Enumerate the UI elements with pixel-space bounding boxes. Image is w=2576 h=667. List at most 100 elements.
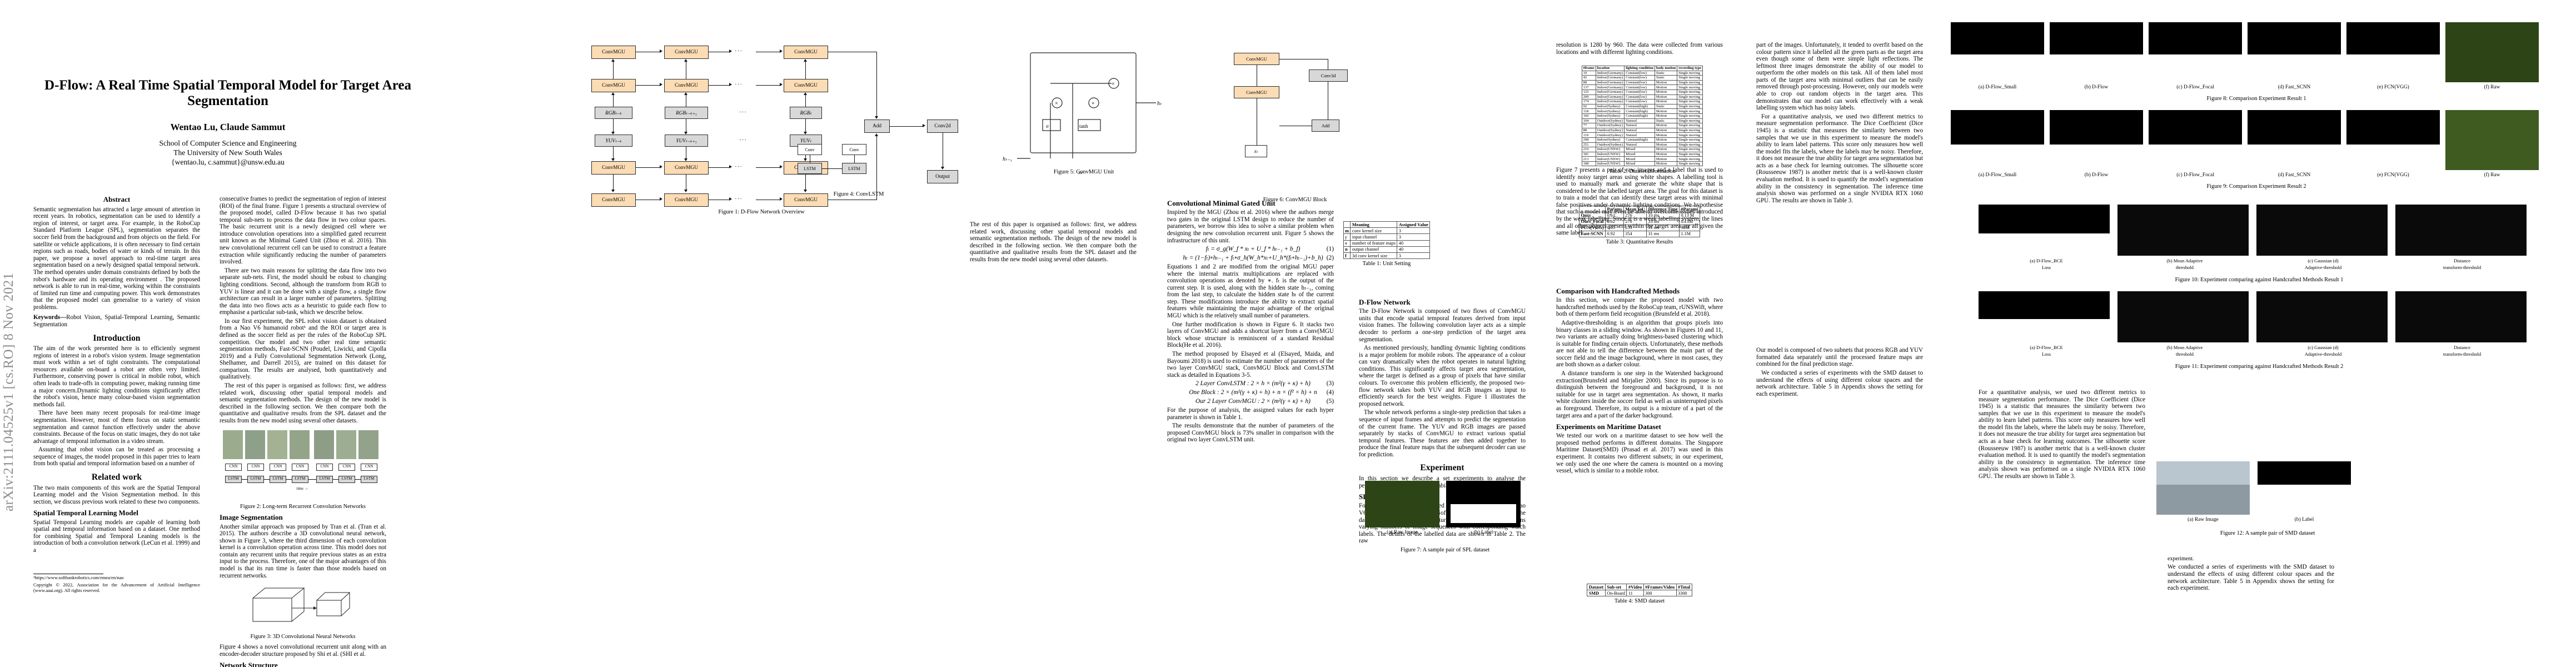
cmgu-p4: The method proposed by Elsayed et al (El… <box>1167 350 1334 379</box>
table-cell: Single moving <box>1677 103 1703 109</box>
table-row: Meaning Assigned Value <box>1343 221 1431 228</box>
figure-3-caption: Figure 3: 3D Convolutional Neural Networ… <box>250 634 356 640</box>
figure-8-sub-c: (c) D-Flow_Focal <box>2176 84 2214 90</box>
figure-8-graphic: (a) D-Flow_Small (b) D-Flow (c) D-Flow_F… <box>1951 22 2562 111</box>
table-3-caption: Table 3: Quantitative Results <box>1606 238 1673 245</box>
figure-10-sub-b2: threshold <box>2176 265 2194 270</box>
table-cell: Mixed <box>1624 151 1655 157</box>
figure-11-sub-d2: transform-threshold <box>2443 351 2482 357</box>
table-cell: 119 <box>1581 132 1596 138</box>
table-cell: Single moving <box>1677 113 1703 119</box>
svg-text:hₜ₋₁: hₜ₋₁ <box>1003 156 1012 162</box>
dflow-p2: As mentioned previously, handling dynami… <box>1359 345 1526 407</box>
fig6-node-convmgu: ConvMGU <box>1234 86 1279 98</box>
fig1-node-rgb: RGBₜ₋ₖ₊₁ <box>665 107 708 119</box>
table-cell: 88 <box>1581 79 1596 86</box>
comparison-p3: A distance transform is one step in the … <box>1556 370 1723 419</box>
table-cell: Static <box>1654 118 1678 124</box>
footnote-1: ¹https://www.softbankrobotics.com/emea/e… <box>33 574 123 581</box>
table-cell: 354 <box>1623 230 1647 237</box>
figure-2-graphic: CNN CNN CNN CNN CNN CNN CNN LSTM LSTM LS… <box>220 428 386 501</box>
table-cell: Constant(low) <box>1624 89 1655 95</box>
figure-5-convmgu-unit: × + × σ tanh hₜ₋₁ hₜ xₜ <box>995 31 1173 197</box>
table-cell: Indoor(UNSW) <box>1595 147 1625 152</box>
table-cell: 160 <box>1581 113 1596 119</box>
table-cell: Constant(high) <box>1624 113 1655 119</box>
table-cell: Motion <box>1654 151 1678 157</box>
affiliation: School of Computer Science and Engineeri… <box>33 139 422 167</box>
table-cell: Outdoor(Sydney) <box>1595 118 1625 124</box>
table-cell: Constant(low) <box>1624 84 1655 90</box>
table-cell: Indoor(Germany) <box>1595 70 1625 76</box>
cmgu-p3: One further modification is shown in Fig… <box>1167 321 1334 349</box>
cube-diagram-svg <box>252 588 351 622</box>
table-cell: Indoor(Germany) <box>1595 84 1625 90</box>
table-cell: 3300 <box>1676 590 1692 597</box>
table-cell: Natural <box>1624 132 1655 138</box>
table-cell: Single moving <box>1677 137 1703 143</box>
figure-9-sub-e: (e) FCN(VGG) <box>2377 172 2409 178</box>
column-6-lower: Figure 7 presents a pair of raw images a… <box>1556 167 1723 238</box>
table-cell: Motion <box>1654 123 1678 128</box>
tbl4head-col-3: #Frames/Video <box>1643 583 1677 591</box>
intro-p2: There have been many recent proposals fo… <box>33 410 200 445</box>
figure-11-sub-d: Distance <box>2453 345 2471 350</box>
fig1-node-yuv: YUVₜ₋ₖ₊₁ <box>665 135 708 147</box>
figure-8-sub-a: (a) D-Flow_Small <box>1978 84 2017 90</box>
col5-closing-p1: For a quantitative analysis, we used two… <box>1979 389 2145 480</box>
figure-4-caption: Figure 4: ConvLSTM <box>833 191 884 197</box>
column-6: resolution is 1280 by 960. The data were… <box>1556 42 1723 57</box>
table-cell: Single moving <box>1677 161 1703 167</box>
section-introduction-heading: Introduction <box>93 333 141 343</box>
figure-8-sub-d: (d) Fast_SCNN <box>2278 84 2311 90</box>
figure-10-sub-d2: transform-threshold <box>2443 265 2482 270</box>
figure-10-caption: Figure 10: Experiment comparing against … <box>2175 277 2344 283</box>
comparison-p1: In this section, we compare the proposed… <box>1556 297 1723 318</box>
fig1-node-convmgu: ConvMGU <box>664 79 709 92</box>
copyright-note: Copyright © 2022, Association for the Ad… <box>33 582 200 593</box>
fig1-node-conv2d: Conv2d <box>927 120 958 133</box>
fig4-node-conv: Conv <box>798 144 822 155</box>
dflow-p1: The D-Flow Network is composed of two fl… <box>1359 308 1526 343</box>
fig1-node-convmgu: ConvMGU <box>591 79 636 92</box>
table-cell: Indoor(Germany) <box>1595 99 1625 104</box>
svg-text:tanh: tanh <box>1079 123 1088 129</box>
col2-p1: consecutive frames to predict the segmen… <box>220 196 386 266</box>
table-1-col-1: Meaning <box>1350 221 1398 228</box>
equation-1: fₜ = σ_g(W_f * xₜ + U_f * hₜ₋₁ + b_f)(1) <box>1205 246 1334 253</box>
col2-p4-dup: The rest of this paper is organised as f… <box>970 221 1137 263</box>
table-cell: Mixed <box>1624 156 1655 162</box>
figure-3-graphic <box>220 584 386 631</box>
table-cell: Motion <box>1654 99 1678 104</box>
fig1-node-yuv: YUVₜ <box>790 135 822 147</box>
maritime-p1: We tested our work on a maritime dataset… <box>1556 432 1723 475</box>
figure-7-sub-b: (b) Label <box>1473 530 1493 535</box>
table-cell: Indoor(UNSW) <box>1595 156 1625 162</box>
table-cell: Indoor(Sydney) <box>1595 113 1625 119</box>
figure-2-caption: Figure 2: Long-term Recurrent Convolutio… <box>240 503 366 510</box>
figure-11-sub-b2: threshold <box>2176 351 2194 357</box>
svg-text:×: × <box>1112 81 1115 87</box>
table-cell: 298 <box>1581 137 1596 143</box>
col4-p1: resolution is 1280 by 960. The data were… <box>1556 42 1723 56</box>
table-cell: Motion <box>1654 89 1678 95</box>
fig1-node-output: Output <box>927 170 958 183</box>
table-cell: Indoor(Germany) <box>1595 94 1625 100</box>
keywords-label: Keywords— <box>33 314 67 321</box>
table-cell: Indoor(Sydney) <box>1595 108 1625 114</box>
table-cell: Motion <box>1654 132 1678 138</box>
equation-5: Our 2 Layer ConvMGU : 2 × (m²(γ + κ) + h… <box>1195 398 1334 405</box>
table-cell: 125 <box>1581 89 1596 95</box>
figure-10-sub-a2: Loss <box>2041 265 2051 270</box>
affiliation-email: {wentao.lu, c.sammut}@unsw.edu.au <box>171 157 285 166</box>
imgseg-p1: Another similar approach was proposed by… <box>220 523 386 579</box>
